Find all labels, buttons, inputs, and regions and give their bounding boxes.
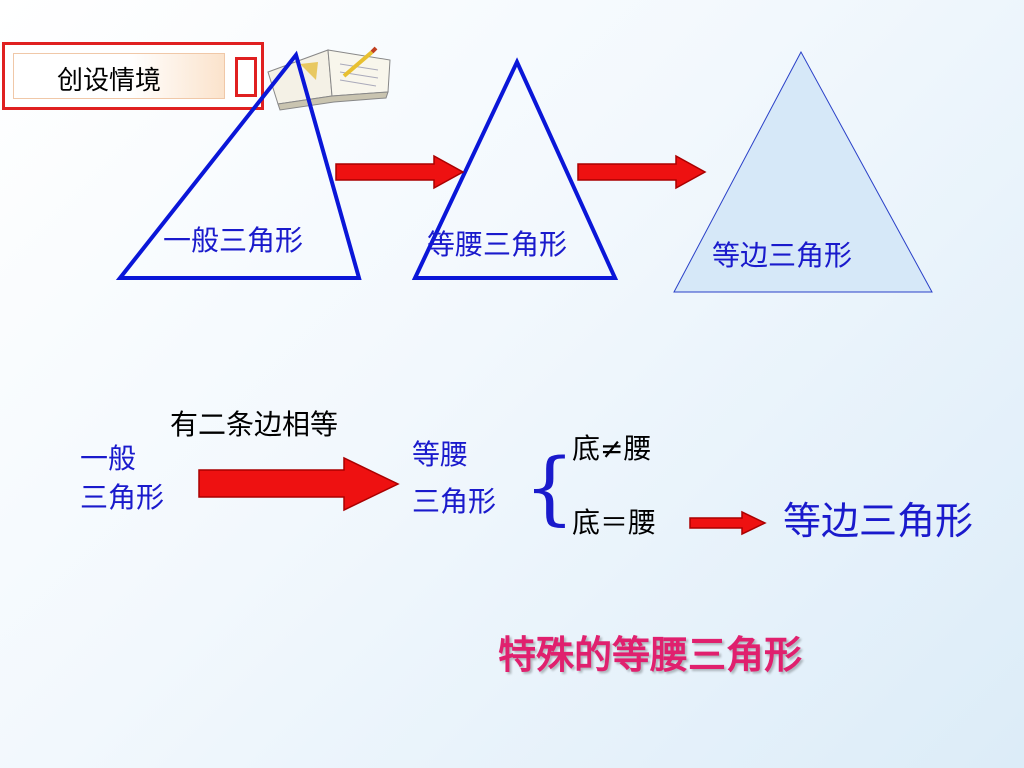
equilateral-triangle <box>673 50 933 293</box>
section-title-background: 创设情境 <box>13 53 225 99</box>
arrow-general-to-isosceles-bottom <box>198 456 400 512</box>
title-box-decoration <box>235 57 257 97</box>
section-title-box: 创设情境 <box>2 42 264 110</box>
general-triangle-label: 一般三角形 <box>163 224 304 257</box>
arrow-isosceles-to-equilateral <box>577 154 707 190</box>
arrow-general-to-isosceles <box>335 154 465 190</box>
case-base-not-equal-leg: 底≠腰 <box>572 432 652 465</box>
special-isosceles-label: 特殊的等腰三角形 <box>498 633 803 677</box>
section-title: 创设情境 <box>56 66 161 96</box>
equilateral-result-label: 等边三角形 <box>783 499 974 543</box>
brace-icon: { <box>524 441 575 534</box>
general-triangle <box>115 50 362 280</box>
equilateral-triangle-label: 等边三角形 <box>712 239 853 272</box>
general-label-line2: 三角形 <box>80 481 165 514</box>
isosceles-triangle-label: 等腰三角形 <box>427 228 568 261</box>
arrow-to-equilateral <box>689 510 767 536</box>
case-base-equal-leg: 底＝腰 <box>572 506 657 539</box>
isosceles-label-line1: 等腰 <box>412 438 469 471</box>
condition-label: 有二条边相等 <box>170 408 339 441</box>
isosceles-label-line2: 三角形 <box>412 485 497 518</box>
general-label-line1: 一般 <box>80 442 137 475</box>
isosceles-triangle <box>411 57 619 280</box>
open-book-icon <box>267 46 391 111</box>
